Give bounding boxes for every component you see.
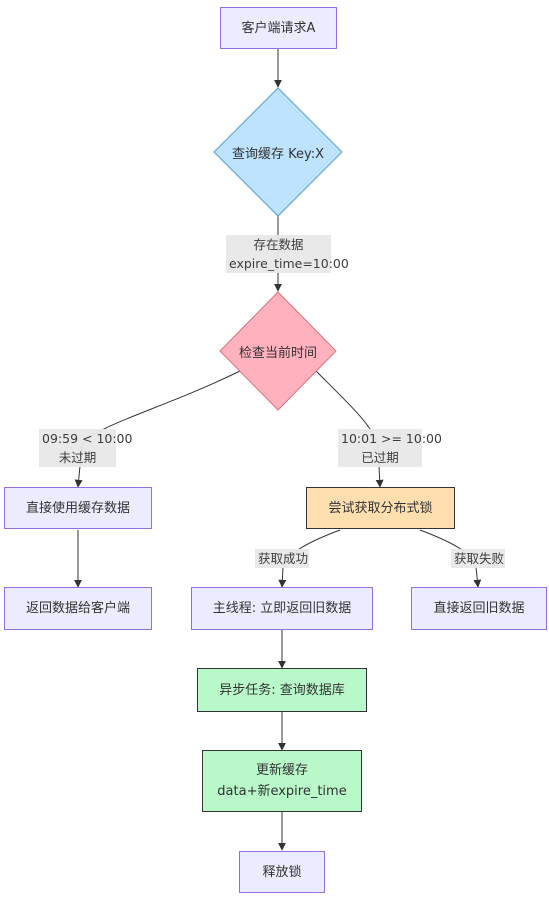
edge-label-data-exists-line1: 存在数据 [253,237,304,252]
edge-label-lock-success-text: 获取成功 [258,551,309,566]
edge-label-expired-line2: 已过期 [361,450,399,465]
edge-label-not-expired: 09:59 < 10:00 未过期 [39,429,133,467]
update-cache-node: 更新缓存 data+新expire_time [202,750,362,812]
edge-label-data-exists: 存在数据 expire_time=10:00 [226,235,349,273]
update-cache-label-line1: 更新缓存 [255,763,308,778]
query-cache-diamond [213,87,343,217]
edge-label-expired-line1: 10:01 >= 10:00 [341,431,442,446]
return-client-label: 返回数据给客户端 [25,601,130,616]
client-request-node: 客户端请求A [220,7,337,49]
edge-label-data-exists-line2: expire_time=10:00 [229,256,349,271]
direct-return-node: 直接返回旧数据 [411,587,547,630]
direct-return-label: 直接返回旧数据 [433,601,525,616]
async-task-node: 异步任务: 查询数据库 [197,668,367,712]
try-lock-node: 尝试获取分布式锁 [306,487,455,529]
client-request-label: 客户端请求A [241,20,316,36]
release-lock-label: 释放锁 [262,864,302,880]
main-thread-label: 主线程: 立即返回旧数据 [212,601,352,616]
edge-label-expired: 10:01 >= 10:00 已过期 [338,429,442,467]
query-cache-label: 查询缓存 Key:X [231,146,325,162]
edge-label-not-expired-line2: 未过期 [58,450,97,465]
edge-label-lock-success: 获取成功 [255,549,309,568]
use-cache-node: 直接使用缓存数据 [4,487,152,529]
async-task-label: 异步任务: 查询数据库 [219,682,345,698]
main-thread-node: 主线程: 立即返回旧数据 [191,587,373,630]
edge-label-lock-fail: 获取失败 [451,549,505,568]
update-cache-label-line2: data+新expire_time [217,784,347,799]
check-time-diamond [219,291,337,411]
edge-label-not-expired-line1: 09:59 < 10:00 [42,431,133,446]
use-cache-label: 直接使用缓存数据 [25,500,130,516]
edge-label-lock-fail-text: 获取失败 [454,551,505,566]
try-lock-label: 尝试获取分布式锁 [328,500,433,516]
check-time-label: 检查当前时间 [238,345,317,361]
release-lock-node: 释放锁 [239,851,325,893]
return-client-node: 返回数据给客户端 [4,587,152,630]
